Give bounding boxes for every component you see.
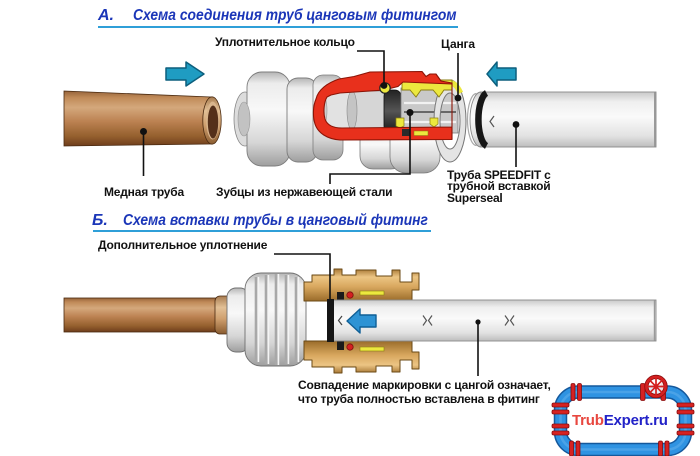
section-b-title: Схема вставки трубы в цанговый фитинг: [122, 212, 428, 229]
leader-lines-b: [274, 253, 481, 376]
section-b-diagram: [63, 253, 657, 376]
brass-body-b: [303, 268, 420, 374]
logo-text-red: Trub: [572, 412, 604, 429]
label-speedfit: Труба SPEEDFIT с трубной вставкой Supers…: [447, 168, 551, 205]
arrow-left-icon: [486, 61, 517, 87]
logo-trubexpert: [551, 374, 695, 456]
speedfit-pipe: [466, 90, 657, 149]
valve-wheel-icon: [644, 374, 668, 399]
section-a-index: А.: [98, 7, 114, 24]
label-collet: Цанга: [441, 37, 475, 51]
section-a-heading: А. Схема соединения труб цанговым фитинго…: [98, 7, 507, 25]
section-a-diagram: [63, 50, 657, 184]
logo-text-blue: Expert.ru: [603, 412, 668, 429]
section-b-heading: Б. Схема вставки трубы в цанговый фитинг: [92, 212, 475, 230]
label-mark: Совпадение маркировки с цангой означает,…: [298, 378, 551, 406]
arrow-left-b-icon: [346, 308, 377, 334]
copper-pipe-b: [63, 295, 233, 335]
fitting-a: [233, 70, 467, 174]
section-a-underline: [98, 26, 458, 28]
label-teeth: Зубцы из нержавеющей стали: [216, 185, 393, 199]
arrow-right-icon: [165, 61, 205, 87]
label-oring: Уплотнительное кольцо: [215, 35, 355, 49]
label-extra-seal: Дополнительное уплотнение: [98, 238, 268, 252]
logo-text: TrubExpert.ru: [572, 412, 668, 429]
logo-flanges: [551, 383, 695, 456]
section-b-index: Б.: [92, 212, 108, 229]
white-pipe-b: [327, 299, 657, 342]
label-copper-pipe: Медная труба: [104, 185, 184, 199]
collet-nut-b: [226, 272, 307, 367]
copper-pipe-a: [63, 90, 222, 147]
section-b-underline: [93, 230, 431, 232]
section-a-title: Схема соединения труб цанговым фитингом: [133, 7, 457, 24]
leader-lines-a: [140, 50, 520, 184]
